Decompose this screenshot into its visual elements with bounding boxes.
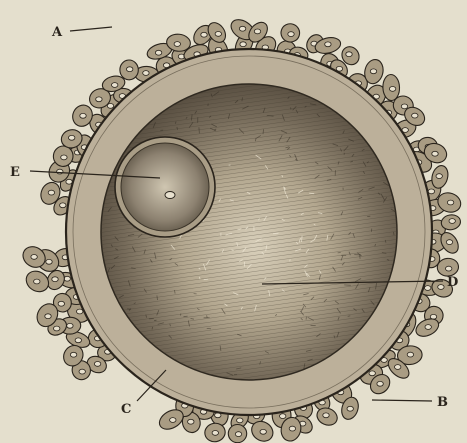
germinal-spot bbox=[165, 192, 175, 199]
label-c: C bbox=[121, 402, 131, 417]
granulosa-cell bbox=[279, 21, 302, 44]
label-a: A bbox=[51, 25, 63, 40]
granulosa-cell bbox=[120, 60, 139, 80]
granulosa-cell bbox=[382, 74, 399, 101]
germinal-vesicle bbox=[115, 137, 215, 237]
granulosa-cell bbox=[205, 19, 230, 45]
label-e: E bbox=[10, 165, 20, 180]
label-d: D bbox=[447, 275, 458, 290]
label-b: B bbox=[437, 395, 448, 410]
leader-a bbox=[70, 27, 112, 31]
granulosa-cell bbox=[228, 424, 247, 443]
leader-b bbox=[372, 400, 432, 401]
